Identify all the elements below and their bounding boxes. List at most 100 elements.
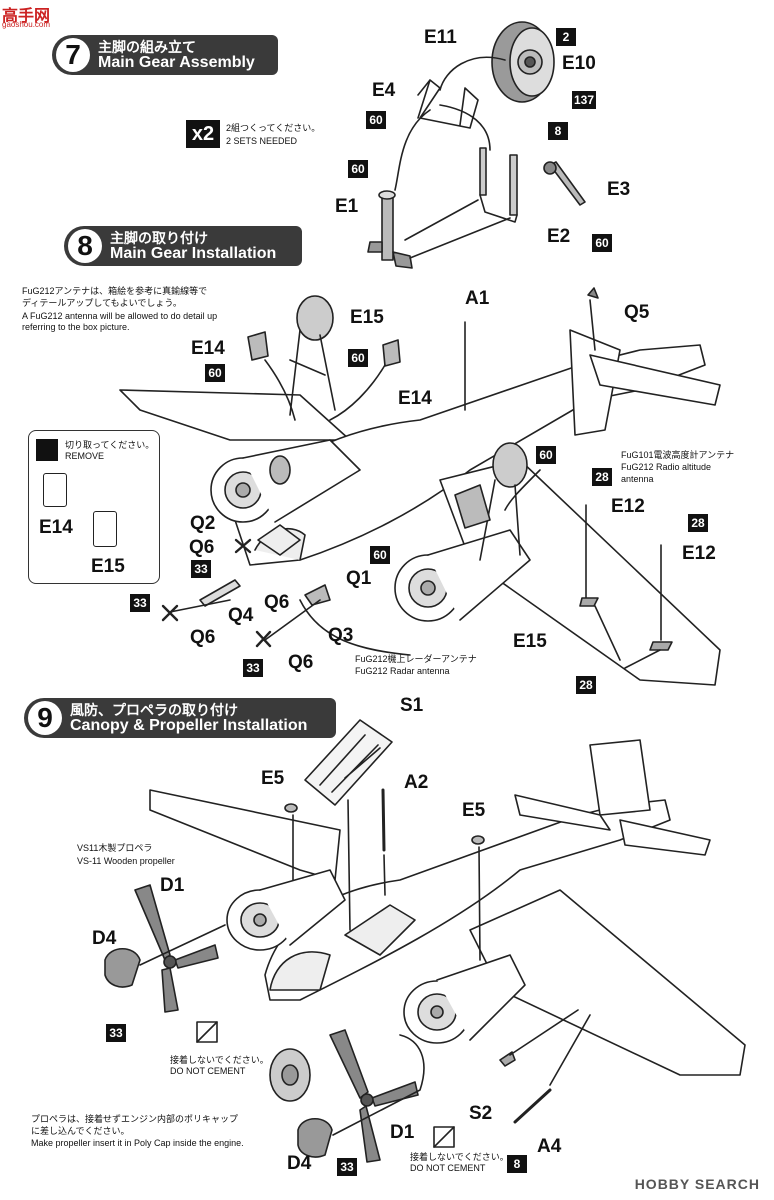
fug212-note-en2: referring to the box picture. [22,322,130,332]
main-wheel-part [491,21,555,103]
main-strut-part [367,190,413,269]
part-label-d1-left: D1 [160,875,185,896]
part-label-e5-right: E5 [462,800,486,821]
part-label-s1: S1 [400,695,424,716]
part-label-e14-mid: E14 [398,388,432,409]
no-cement-icon-right [433,1126,455,1148]
fug212-note-jp2: ディテールアップしてもよいでしょう。 [22,298,182,308]
poly-note-en: Make propeller insert it in Poly Cap ins… [31,1138,244,1148]
color-badge-33-b: 33 [130,594,150,612]
part-label-e12-a: E12 [611,496,645,517]
spinner-d4-right [297,1117,333,1158]
part-label-e14-top: E14 [191,338,225,359]
part-label-q6-c: Q6 [190,627,216,648]
color-badge-28-c: 28 [576,676,596,694]
part-label-e11: E11 [424,27,457,48]
part-label-q4: Q4 [228,605,254,626]
step8-banner: 8 主脚の取り付け Main Gear Installation [64,226,302,266]
gear-yoke-part [417,79,479,129]
fug212-note-jp1: FuG212アンテナは、箱絵を参考に真鍮線等で [22,286,208,296]
part-label-a1: A1 [465,288,490,309]
fug101-note-en1: FuG212 Radio altitude [621,462,712,472]
site-logo-sub: gaoshou.com [2,20,51,29]
step8-title-en: Main Gear Installation [110,245,277,262]
poly-note-jp1: プロペラは、接着せずエンジン内部のポリキャップ [31,1114,239,1124]
color-badge-33-e: 33 [337,1158,357,1176]
part-label-q6-b: Q6 [264,592,290,613]
part-label-e3: E3 [607,179,631,200]
nocement-note-en-right: DO NOT CEMENT [410,1163,486,1173]
cut-icon [36,439,58,461]
radar-note-jp: FuG212機上レーダーアンテナ [355,654,477,664]
gear-door-e14 [247,331,269,361]
part-label-q3: Q3 [328,625,354,646]
part-label-e15-low: E15 [513,631,547,652]
fug212-note-en1: A FuG212 antenna will be allowed to do d… [22,311,218,321]
color-badge-28-a: 28 [592,468,612,486]
airframe-step8 [119,329,721,686]
part-label-e1: E1 [335,196,359,217]
step8-title-jp: 主脚の取り付け [110,230,208,246]
site-logo: 高手网 gaoshou.com [2,2,66,30]
step7-banner: 7 主脚の組み立て Main Gear Assembly [52,35,278,75]
part-label-q5: Q5 [624,302,650,323]
door-e14-removed [43,473,67,507]
prop-note-en: VS-11 Wooden propeller [77,856,175,866]
step9-number: 9 [28,701,62,735]
part-label-e12-b: E12 [682,543,716,564]
site-logo-text: 高手网 [2,6,51,25]
gear-door-e15 [382,339,401,367]
part-label-d1-right: D1 [390,1122,415,1143]
color-badge-60-e1: 60 [348,160,368,178]
antenna-s2 [499,1051,516,1067]
color-badge-60-e14: 60 [205,364,225,382]
watermark: HOBBY SEARCH [634,1176,760,1192]
part-label-q1: Q1 [346,568,372,589]
quantity-badge: x2 [186,120,220,148]
step7-note-jp: 2組つくってください。 [226,123,321,133]
antenna-a4 [513,1088,552,1124]
color-badge-60-e4: 60 [366,111,386,129]
fug101-note-jp: FuG101電波高度計アンテナ [621,450,735,460]
color-badge-60-e15: 60 [348,349,368,367]
airframe-step9 [149,739,746,1076]
step9-title-jp: 風防、プロペラの取り付け [70,702,238,718]
poly-note-jp2: に差し込んでください。 [31,1126,130,1136]
gear-door-right [454,484,491,529]
no-cement-icon-left [196,1021,218,1043]
part-label-d4-right: D4 [287,1153,312,1174]
nocement-note-jp-right: 接着しないでください。 [410,1152,509,1162]
remove-label-e15: E15 [91,556,125,577]
part-label-q6-d: Q6 [288,652,314,673]
gear-legs-part [479,147,518,223]
color-badge-33-d: 33 [106,1024,126,1042]
remove-info-box: 切り取ってください。 REMOVE E14 E15 [28,430,160,584]
step9-title-en: Canopy & Propeller Installation [70,717,308,734]
remove-note-jp: 切り取ってください。 [65,440,155,450]
part-label-d4-left: D4 [92,928,117,949]
part-label-q6-a: Q6 [189,537,215,558]
color-badge-137: 137 [572,91,597,109]
step7-title-en: Main Gear Assembly [98,54,255,71]
step8-number: 8 [68,229,102,263]
color-badge-33-a: 33 [191,560,211,578]
fug101-note-en2: antenna [621,474,654,484]
part-label-e4: E4 [372,80,396,101]
part-label-a2: A2 [404,772,429,793]
remove-note-en: REMOVE [65,451,105,461]
propeller-d1-left [134,884,219,1013]
nocement-note-jp-left: 接着しないでください。 [170,1055,269,1065]
color-badge-2: 2 [556,28,576,46]
part-label-e5-left: E5 [261,768,285,789]
part-label-e2: E2 [547,226,571,247]
left-gear-installed [269,295,336,485]
part-label-s2: S2 [469,1103,493,1124]
part-label-e10: E10 [562,53,596,74]
propeller-d1-right [329,1029,419,1163]
color-badge-60-e2: 60 [592,234,612,252]
remove-label-e14: E14 [39,517,73,538]
canopy-part [304,719,393,806]
spinner-d4-left [104,947,141,988]
step7-number: 7 [56,38,90,72]
